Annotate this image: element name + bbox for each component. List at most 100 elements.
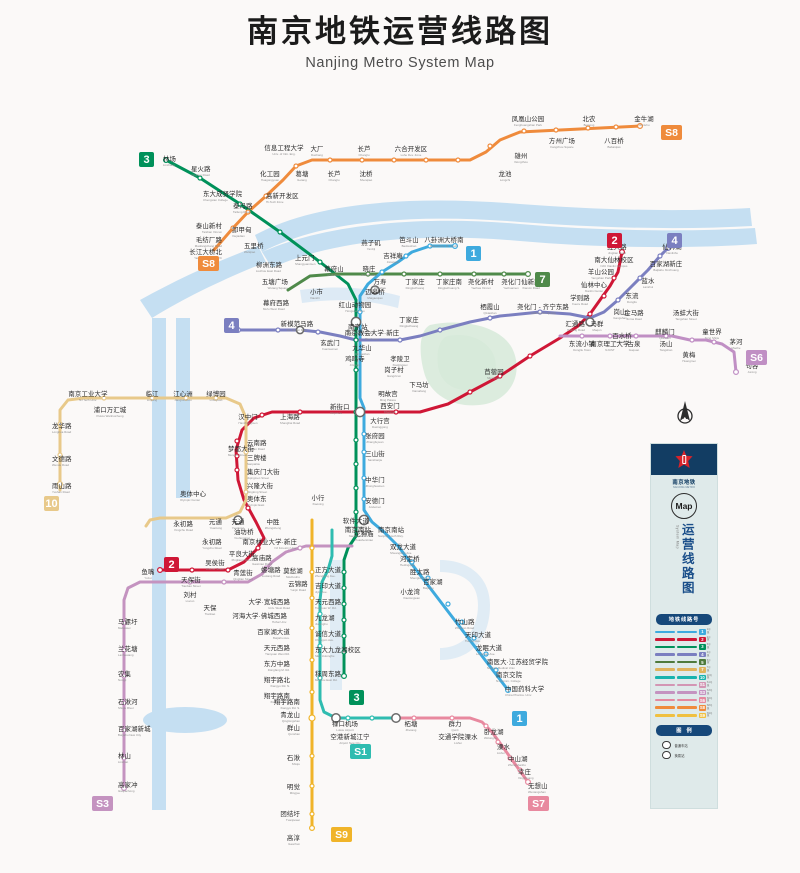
legend-key: 换乘站: [662, 750, 717, 760]
river-yangtze: [140, 200, 757, 810]
station-icon: [662, 740, 671, 750]
line-4[interactable]: [236, 246, 670, 342]
legend-line-name: 4号线: [706, 651, 711, 657]
legend-line-badge: 7: [699, 666, 706, 673]
line-10[interactable]: [58, 396, 248, 528]
legend-panel[interactable]: 南京地铁 NANJING METRO Map System Map 运营线路图 …: [650, 443, 718, 809]
legend-color-swatch: [655, 706, 675, 710]
stations-line2: [157, 249, 625, 573]
line-s7[interactable]: [394, 716, 530, 784]
legend-line-badge: 3: [699, 644, 706, 650]
lines-section-header: 地铁线路号: [656, 614, 712, 625]
line-badge-s8-w[interactable]: S8: [198, 256, 219, 271]
legend-color-swatch: [655, 683, 675, 687]
line-3[interactable]: [164, 158, 358, 678]
legend-color-swatch: [655, 630, 675, 634]
legend-color-swatch: [677, 706, 697, 710]
line-badge-l3-nw[interactable]: 3: [139, 152, 154, 167]
line-badge-l3-s[interactable]: 3: [349, 690, 364, 705]
legend-color-swatch: [677, 714, 697, 717]
line-badge-l7-e[interactable]: 7: [535, 272, 550, 287]
legend-line-badge: 1: [699, 629, 706, 635]
line-badge-l4-ne[interactable]: 4: [667, 233, 682, 248]
legend-color-swatch: [677, 645, 697, 649]
legend-color-swatch: [677, 660, 697, 664]
legend-vertical-title: System Map 运营线路图: [651, 523, 717, 609]
stations-s3: [120, 545, 303, 791]
line-s8[interactable]: [212, 124, 642, 252]
legend-line-name: 3号线: [706, 643, 711, 649]
line-badge-s8-e[interactable]: S8: [661, 125, 682, 140]
line-badge-l4-w[interactable]: 4: [224, 318, 239, 333]
line-badge-l10-w[interactable]: 10: [44, 496, 59, 511]
legend-line-name: 5号线: [706, 658, 711, 665]
legend-color-swatch: [655, 660, 675, 664]
legend-key-label: 普通车站: [674, 743, 688, 748]
legend-color-swatch: [655, 676, 675, 679]
map-word-badge: Map: [671, 493, 697, 519]
legend-color-swatch: [677, 653, 697, 656]
stations-line10: [56, 395, 249, 495]
line-badge-s1-s[interactable]: S1: [350, 744, 371, 759]
legend-line-badge: S3: [699, 689, 706, 696]
line-badge-s3-s[interactable]: S3: [92, 796, 113, 811]
legend-color-swatch: [655, 638, 675, 641]
line-7[interactable]: [286, 272, 530, 292]
brand-cn: 南京地铁: [672, 480, 696, 486]
legend-line-name: S9号线: [706, 711, 713, 718]
line-badge-l2-w[interactable]: 2: [164, 557, 179, 572]
stations-s8: [230, 122, 643, 231]
stations-s7: [411, 715, 531, 785]
legend-line-badge: 4: [699, 651, 706, 658]
legend-color-swatch: [655, 698, 675, 702]
legend-color-swatch: [655, 653, 675, 656]
legend-header-bar: [651, 444, 717, 475]
line-2[interactable]: [158, 250, 624, 572]
legend-line-name: 2号线: [706, 635, 711, 642]
line-badge-l1-n[interactable]: 1: [466, 246, 481, 261]
legend-color-swatch: [655, 668, 675, 672]
stations-s6: [579, 333, 739, 376]
interchange-stations[interactable]: [233, 285, 595, 723]
legend-line-name: S6号线: [706, 696, 713, 703]
legend-color-swatch: [677, 698, 697, 702]
svg-text:N: N: [682, 414, 687, 421]
legend-line-name: S8号线: [706, 704, 713, 710]
line-badge-l1-s[interactable]: 1: [512, 711, 527, 726]
park-area: [420, 322, 517, 406]
line-badge-s9-s[interactable]: S9: [331, 827, 352, 842]
line-badge-s7-s[interactable]: S7: [528, 796, 549, 811]
legend-key-rows: 普通车站换乘站: [651, 740, 717, 760]
legend-line-name: 1号线: [706, 628, 711, 634]
line-s6[interactable]: [558, 334, 738, 374]
legend-line-name: 10号线: [706, 673, 713, 680]
line-badge-l2-ne[interactable]: 2: [607, 233, 622, 248]
legend-line-badge: 2: [699, 636, 706, 643]
line-s3[interactable]: [122, 544, 354, 790]
stations-line1: [357, 243, 512, 693]
line-badge-s6-e[interactable]: S6: [746, 350, 767, 365]
title-english: Nanjing Metro System Map: [305, 54, 495, 71]
legend-line-badge: S8: [699, 704, 706, 711]
